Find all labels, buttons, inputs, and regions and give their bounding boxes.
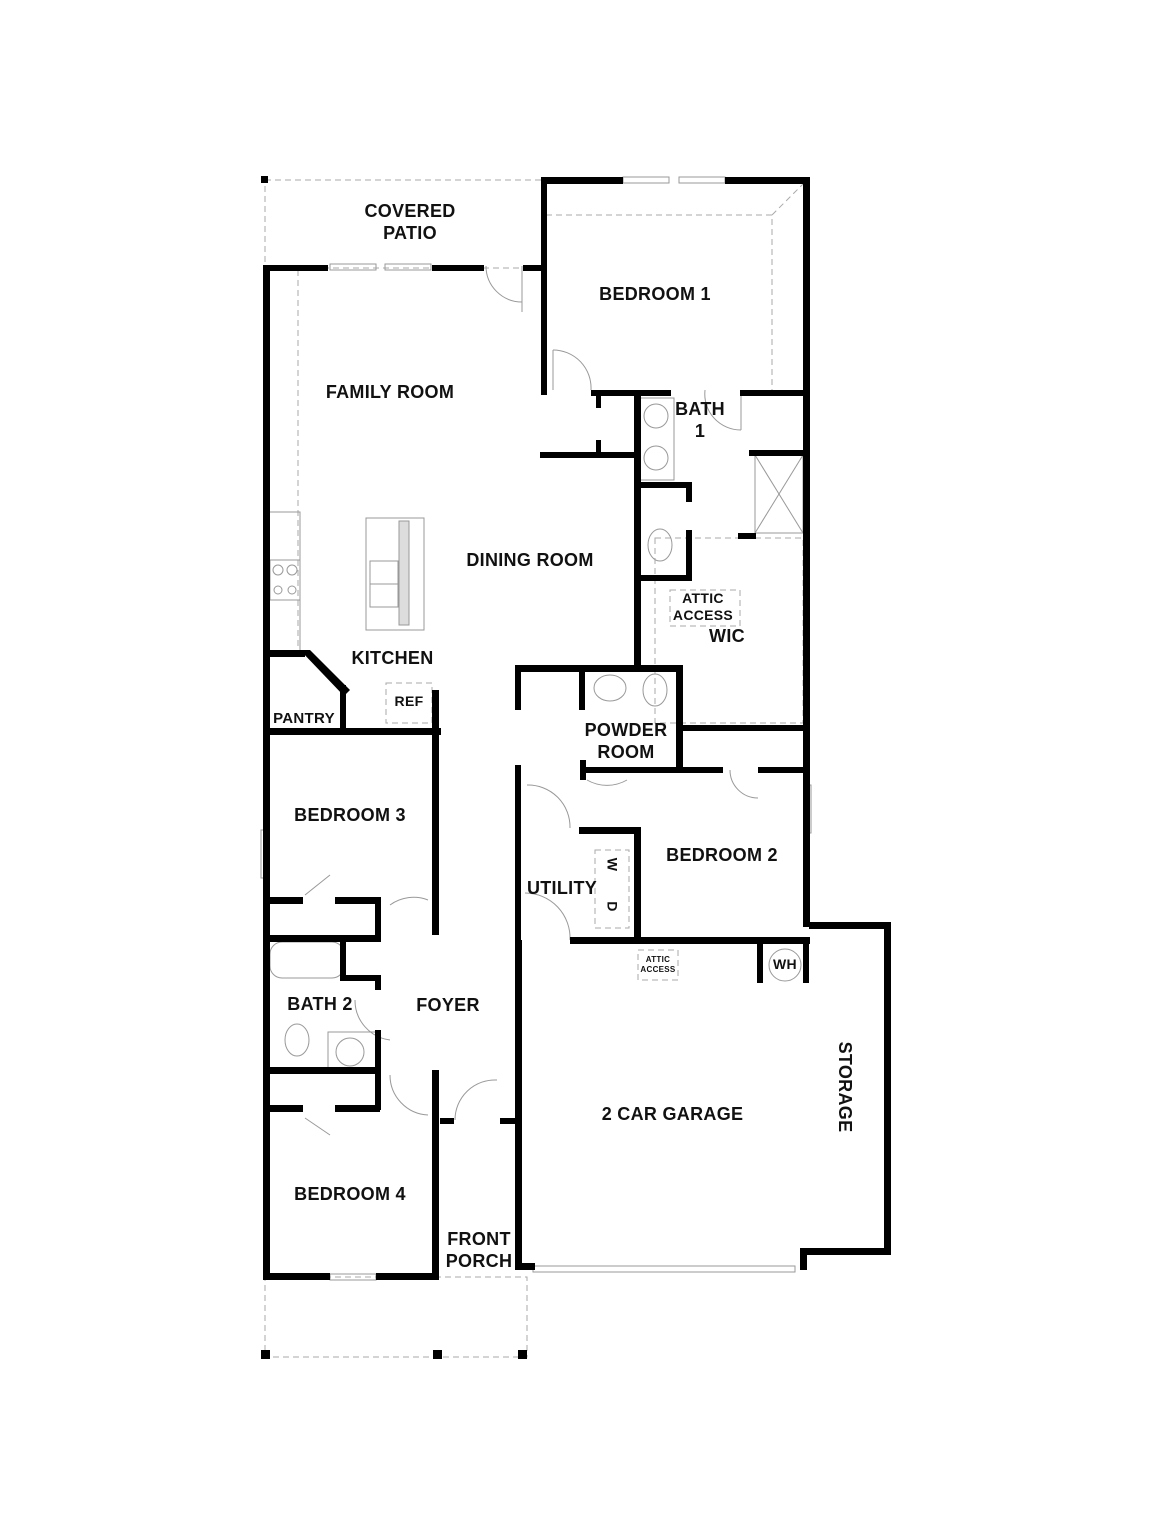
door-swings (304, 265, 759, 1136)
room-label-pantry: PANTRY (273, 710, 335, 727)
room-label-bedroom-4: BEDROOM 4 (294, 1184, 406, 1204)
room-label-kitchen: KITCHEN (351, 648, 434, 668)
water-heater-label: WH (773, 956, 797, 972)
room-label-dining-room: DINING ROOM (466, 550, 594, 570)
room-label-storage: STORAGE (835, 1041, 855, 1133)
room-label-bedroom-2: BEDROOM 2 (666, 845, 778, 865)
room-label-wic: WIC (709, 626, 745, 646)
attic-access-label-garage: ATTIC ACCESS (640, 955, 676, 974)
room-label-utility: UTILITY (526, 878, 598, 898)
room-label-front-porch: FRONT PORCH (445, 1229, 513, 1271)
attic-access-label-wic: ATTIC ACCESS (672, 590, 734, 623)
room-label-bedroom-3: BEDROOM 3 (294, 805, 406, 825)
room-label-covered-patio: COVERED PATIO (364, 201, 456, 243)
dashed-outlines (264, 179, 806, 1358)
dryer-label: D (604, 901, 621, 912)
room-label-bath-1: BATH 1 (675, 399, 725, 441)
room-label-bath-2: BATH 2 (287, 994, 353, 1014)
room-label-family-room: FAMILY ROOM (325, 382, 455, 402)
washer-label: W (604, 857, 621, 872)
room-label-powder-room: POWDER ROOM (584, 720, 668, 762)
refrigerator-label: REF (394, 693, 424, 709)
room-label-2-car-garage: 2 CAR GARAGE (601, 1104, 744, 1124)
walls (261, 176, 891, 1359)
room-label-foyer: FOYER (416, 995, 480, 1015)
room-label-bedroom-1: BEDROOM 1 (599, 284, 711, 304)
